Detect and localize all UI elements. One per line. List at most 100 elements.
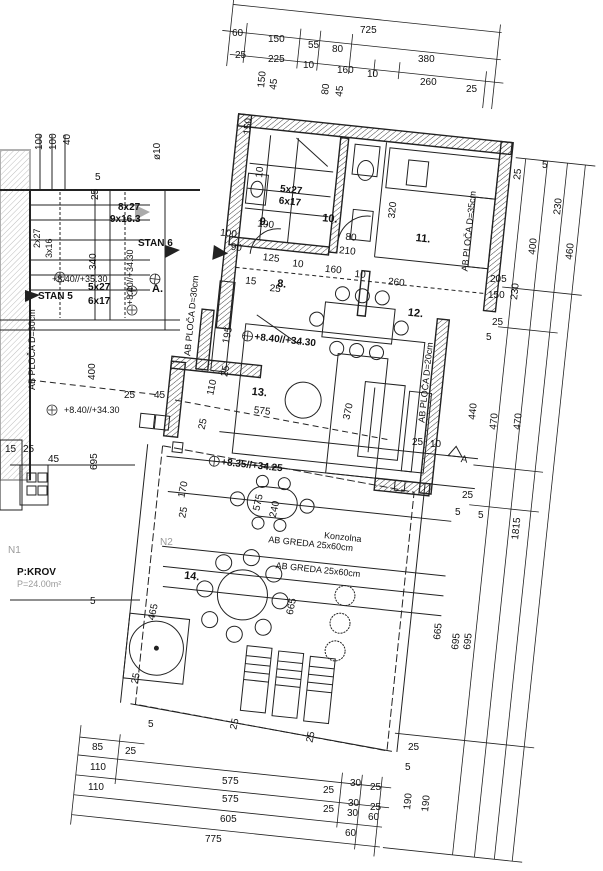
roof-label: P:KROV: [17, 567, 56, 578]
right-dimension: 440: [467, 402, 480, 420]
top-dimension: 150: [268, 34, 285, 45]
right-dimension: 470: [488, 412, 501, 430]
right-dimension: 190: [420, 794, 433, 812]
right-dimension: 25: [492, 317, 504, 328]
room-number: 9.: [259, 216, 269, 229]
bottom-dimension: 25: [370, 782, 382, 793]
interior-dimension: 465: [146, 602, 160, 621]
interior-dimension: 210: [338, 245, 356, 258]
neighbour-fixtures: [46, 271, 138, 416]
interior-dimension: 125: [262, 252, 280, 265]
right-dimension: 665: [432, 622, 445, 640]
stair-label: 5x27: [279, 184, 303, 197]
stair-label: 6x17: [278, 196, 302, 209]
room-number: 8.: [277, 278, 287, 291]
interior-dimension: 100: [220, 228, 238, 241]
bottom-dimension: 605: [220, 814, 237, 825]
interior-dimension: ø10: [152, 142, 163, 160]
right-dimension: 5: [542, 160, 548, 171]
top-dimension: 100: [48, 133, 59, 150]
right-dimension: 5: [90, 596, 96, 607]
interior-dimension: 195: [221, 326, 235, 345]
top-dimension: 225: [268, 54, 285, 65]
interior-dimension: 80: [345, 232, 358, 244]
interior-dimension: 160: [324, 264, 342, 277]
structure-label: AB PLOČA D=30cm: [27, 309, 37, 390]
right-dimension: 400: [527, 237, 540, 255]
right-dimension-chains: [382, 157, 596, 863]
room-number: 11.: [415, 232, 431, 245]
stair-label: 3x16: [44, 238, 54, 258]
interior-dimension: 25: [197, 417, 210, 431]
right-dimension: 5: [478, 510, 484, 521]
top-dimension: 380: [418, 54, 435, 65]
interior-dimension: 90: [230, 242, 243, 254]
stair-label: 6x17: [88, 296, 111, 307]
interior-dimension: 25: [124, 390, 136, 401]
top-dimension: 55: [308, 40, 320, 51]
right-dimension: 695: [462, 632, 475, 650]
right-dimension: 230: [509, 282, 522, 300]
interior-dimension: 190: [257, 218, 275, 231]
stair-label: 9x16.3: [110, 214, 141, 225]
bottom-dimension: 85: [92, 742, 104, 753]
interior-dimension: 240: [268, 500, 282, 519]
top-dimension: 10: [254, 166, 266, 179]
bottom-dimension: 575: [222, 776, 239, 787]
interior-dimension: 15: [245, 275, 258, 287]
section-mark-label: A: [460, 454, 468, 466]
bottom-dimension: 25: [125, 746, 137, 757]
bottom-dimension: 30: [348, 798, 360, 809]
bottom-dimension: 775: [205, 834, 222, 845]
top-dimension: 25: [90, 188, 101, 200]
right-dimension: 25: [462, 490, 474, 501]
stair-label: 5x27: [88, 282, 111, 293]
neighbour-plan: [0, 135, 391, 601]
top-dimension: 45: [334, 85, 346, 98]
structure-label: Konzolna: [324, 530, 362, 544]
interior-dimension: 10: [354, 269, 367, 281]
room-number: 12.: [407, 307, 423, 321]
interior-dimension: 25: [219, 364, 232, 378]
top-dimension: 25: [466, 84, 478, 95]
stan-label: STAN 6: [138, 238, 173, 249]
interior-dimension: 25: [305, 730, 318, 744]
interior-dimension: 340: [88, 253, 99, 270]
room-number: 10.: [322, 212, 338, 226]
interior-dimension: 575: [251, 493, 265, 512]
right-dimension: 5: [148, 719, 154, 730]
right-dimension: 5: [405, 762, 411, 773]
roof-area-label: P=24.00m²: [17, 579, 61, 589]
roof-mark: N2: [160, 537, 173, 548]
interior-dimension: 45: [48, 454, 60, 465]
bottom-dimension: 25: [323, 804, 335, 815]
interior-dimension: 45: [154, 390, 166, 401]
bottom-dimension: 110: [90, 762, 106, 773]
room-number: A.: [152, 283, 163, 295]
interior-dimension: 695: [89, 453, 100, 470]
interior-dimension: 400: [87, 363, 98, 380]
level-label: +8.35//+34.25: [221, 457, 284, 474]
bottom-dimension: 110: [88, 782, 104, 793]
interior-dimension: 370: [341, 402, 355, 421]
top-dimension: 80: [320, 83, 332, 96]
level-label: +8.40//+34.30: [254, 332, 317, 349]
right-dimension: 460: [564, 242, 577, 260]
top-dimension: 40: [62, 133, 73, 145]
interior-dimension: 25: [23, 444, 35, 455]
interior-dimension: 10: [292, 258, 305, 270]
structure-label: AB PLOČA D=35cm: [460, 190, 478, 271]
bottom-dimension-chains: [70, 725, 392, 857]
level-label: +8.40//+34.30: [64, 405, 120, 415]
bottom-dimension: 25: [323, 785, 335, 796]
top-dimension: 100: [34, 133, 45, 150]
top-dimension: 10: [303, 60, 315, 71]
right-dimension: 25: [412, 437, 424, 448]
interior-dimension: 575: [253, 405, 271, 418]
bottom-dimension: 30: [347, 808, 359, 819]
interior-dimension: 25: [228, 717, 241, 731]
stan-label: STAN 5: [38, 291, 73, 302]
bottom-dimension: 60: [368, 812, 380, 823]
top-dimension: 10: [367, 69, 379, 80]
